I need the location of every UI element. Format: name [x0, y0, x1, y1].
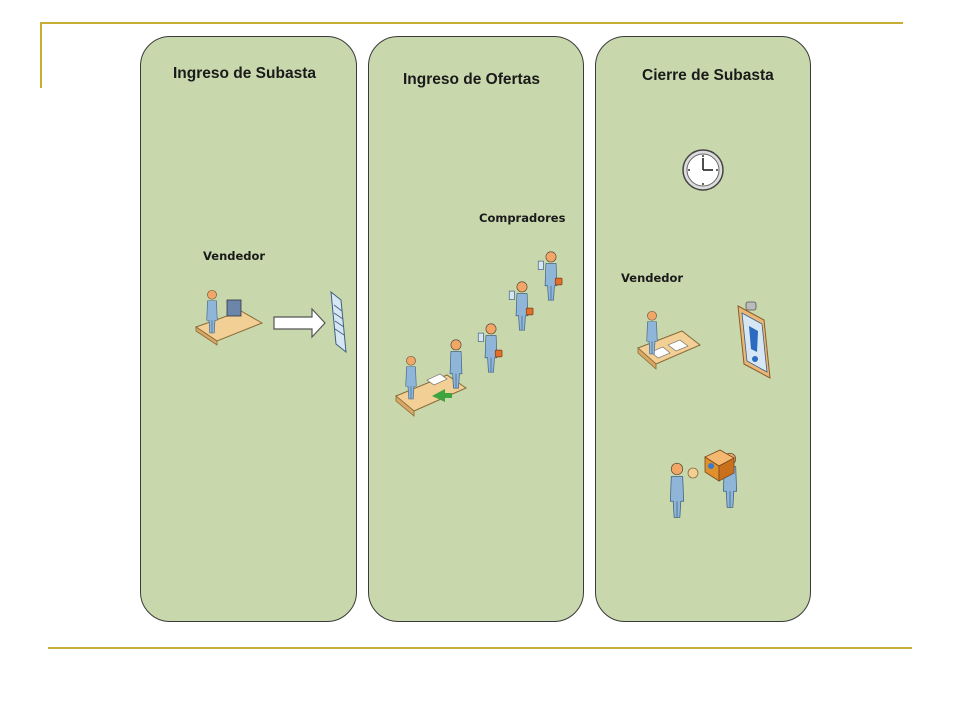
panel-title-ingreso-subasta: Ingreso de Subasta — [173, 65, 316, 82]
panel-title-ingreso-ofertas: Ingreso de Ofertas — [403, 71, 540, 88]
frame-top-line — [40, 22, 903, 24]
panel-ingreso-ofertas — [368, 36, 584, 622]
arrow-right-icon — [273, 307, 326, 339]
seller-at-computer-icon — [194, 289, 264, 346]
buyer-icon — [538, 252, 562, 300]
label-vendedor-2: Vendedor — [621, 271, 684, 285]
document-icon — [330, 290, 347, 354]
buyer-icon — [509, 282, 533, 330]
seller-with-buyer-desk-icon — [395, 339, 468, 417]
clock-icon — [682, 149, 724, 191]
handover-package-icon — [669, 449, 738, 518]
panel-ingreso-subasta — [140, 36, 357, 622]
clipboard-alert-icon — [737, 301, 771, 379]
label-compradores: Compradores — [479, 211, 566, 225]
panel-cierre-subasta — [595, 36, 811, 622]
label-vendedor-1: Vendedor — [203, 249, 266, 263]
frame-bottom-line — [48, 647, 912, 649]
panel-title-cierre-subasta: Cierre de Subasta — [642, 67, 774, 84]
buyer-icon — [478, 324, 502, 372]
frame-left-line — [40, 22, 42, 88]
seller-at-desk-icon — [637, 310, 701, 370]
